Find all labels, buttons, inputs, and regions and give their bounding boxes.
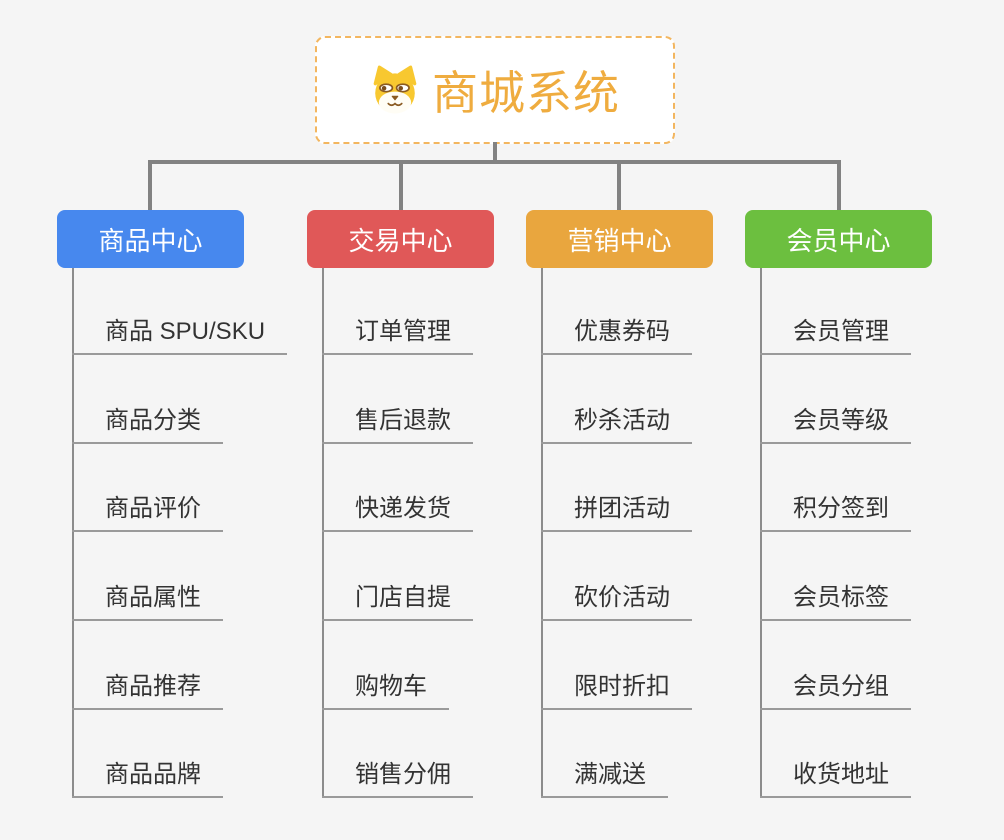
topic-flash-sale[interactable]: 秒杀活动: [541, 406, 692, 444]
root-node[interactable]: 商城系统: [315, 36, 675, 144]
topic-points-checkin[interactable]: 积分签到: [760, 494, 911, 532]
branch-product-center: 商品中心 商品 SPU/SKU 商品分类 商品评价 商品属性 商品推荐 商品品牌: [57, 210, 307, 810]
topic-product-brand[interactable]: 商品品牌: [72, 760, 223, 798]
topic-spend-and-save[interactable]: 满减送: [541, 760, 668, 798]
topic-product-category[interactable]: 商品分类: [72, 406, 223, 444]
branch-line-product: [72, 268, 74, 798]
topic-sales-commission[interactable]: 销售分佣: [322, 760, 473, 798]
topic-member-management[interactable]: 会员管理: [760, 317, 911, 355]
connector-horizontal-bar: [148, 160, 839, 164]
branch-marketing-center: 营销中心 优惠券码 秒杀活动 拼团活动 砍价活动 限时折扣 满减送: [526, 210, 776, 810]
topic-store-pickup[interactable]: 门店自提: [322, 583, 473, 621]
topic-product-recommend[interactable]: 商品推荐: [72, 672, 223, 710]
topic-product-spu-sku[interactable]: 商品 SPU/SKU: [72, 317, 288, 355]
topic-member-tags[interactable]: 会员标签: [760, 583, 911, 621]
branch-node-trade-center[interactable]: 交易中心: [307, 210, 494, 268]
branch-node-marketing-center[interactable]: 营销中心: [526, 210, 713, 268]
connector-drop-4: [837, 160, 841, 210]
topic-coupon-code[interactable]: 优惠券码: [541, 317, 692, 355]
topic-after-sale-refund[interactable]: 售后退款: [322, 406, 473, 444]
topic-member-groups[interactable]: 会员分组: [760, 672, 911, 710]
topic-product-attribute[interactable]: 商品属性: [72, 583, 223, 621]
topic-product-review[interactable]: 商品评价: [72, 494, 223, 532]
shiba-dog-icon: [373, 65, 417, 114]
branch-line-marketing: [541, 268, 543, 798]
topic-group-buy[interactable]: 拼团活动: [541, 494, 692, 532]
connector-root-stub: [493, 142, 497, 162]
topic-member-level[interactable]: 会员等级: [760, 406, 911, 444]
topic-bargain-activity[interactable]: 砍价活动: [541, 583, 692, 621]
branch-node-member-center[interactable]: 会员中心: [745, 210, 932, 268]
topic-limited-time-discount[interactable]: 限时折扣: [541, 672, 692, 710]
branch-line-trade: [322, 268, 324, 798]
connector-drop-2: [399, 160, 403, 210]
connector-drop-1: [148, 160, 152, 210]
topic-express-delivery[interactable]: 快递发货: [322, 494, 473, 532]
topic-shopping-cart[interactable]: 购物车: [322, 672, 449, 710]
branch-member-center: 会员中心 会员管理 会员等级 积分签到 会员标签 会员分组 收货地址: [745, 210, 995, 810]
branch-trade-center: 交易中心 订单管理 售后退款 快递发货 门店自提 购物车 销售分佣: [307, 210, 557, 810]
topic-order-management[interactable]: 订单管理: [322, 317, 473, 355]
root-title: 商城系统: [432, 67, 620, 119]
branch-line-member: [760, 268, 762, 798]
connector-drop-3: [617, 160, 621, 210]
branch-node-product-center[interactable]: 商品中心: [57, 210, 244, 268]
topic-shipping-address[interactable]: 收货地址: [760, 760, 911, 798]
